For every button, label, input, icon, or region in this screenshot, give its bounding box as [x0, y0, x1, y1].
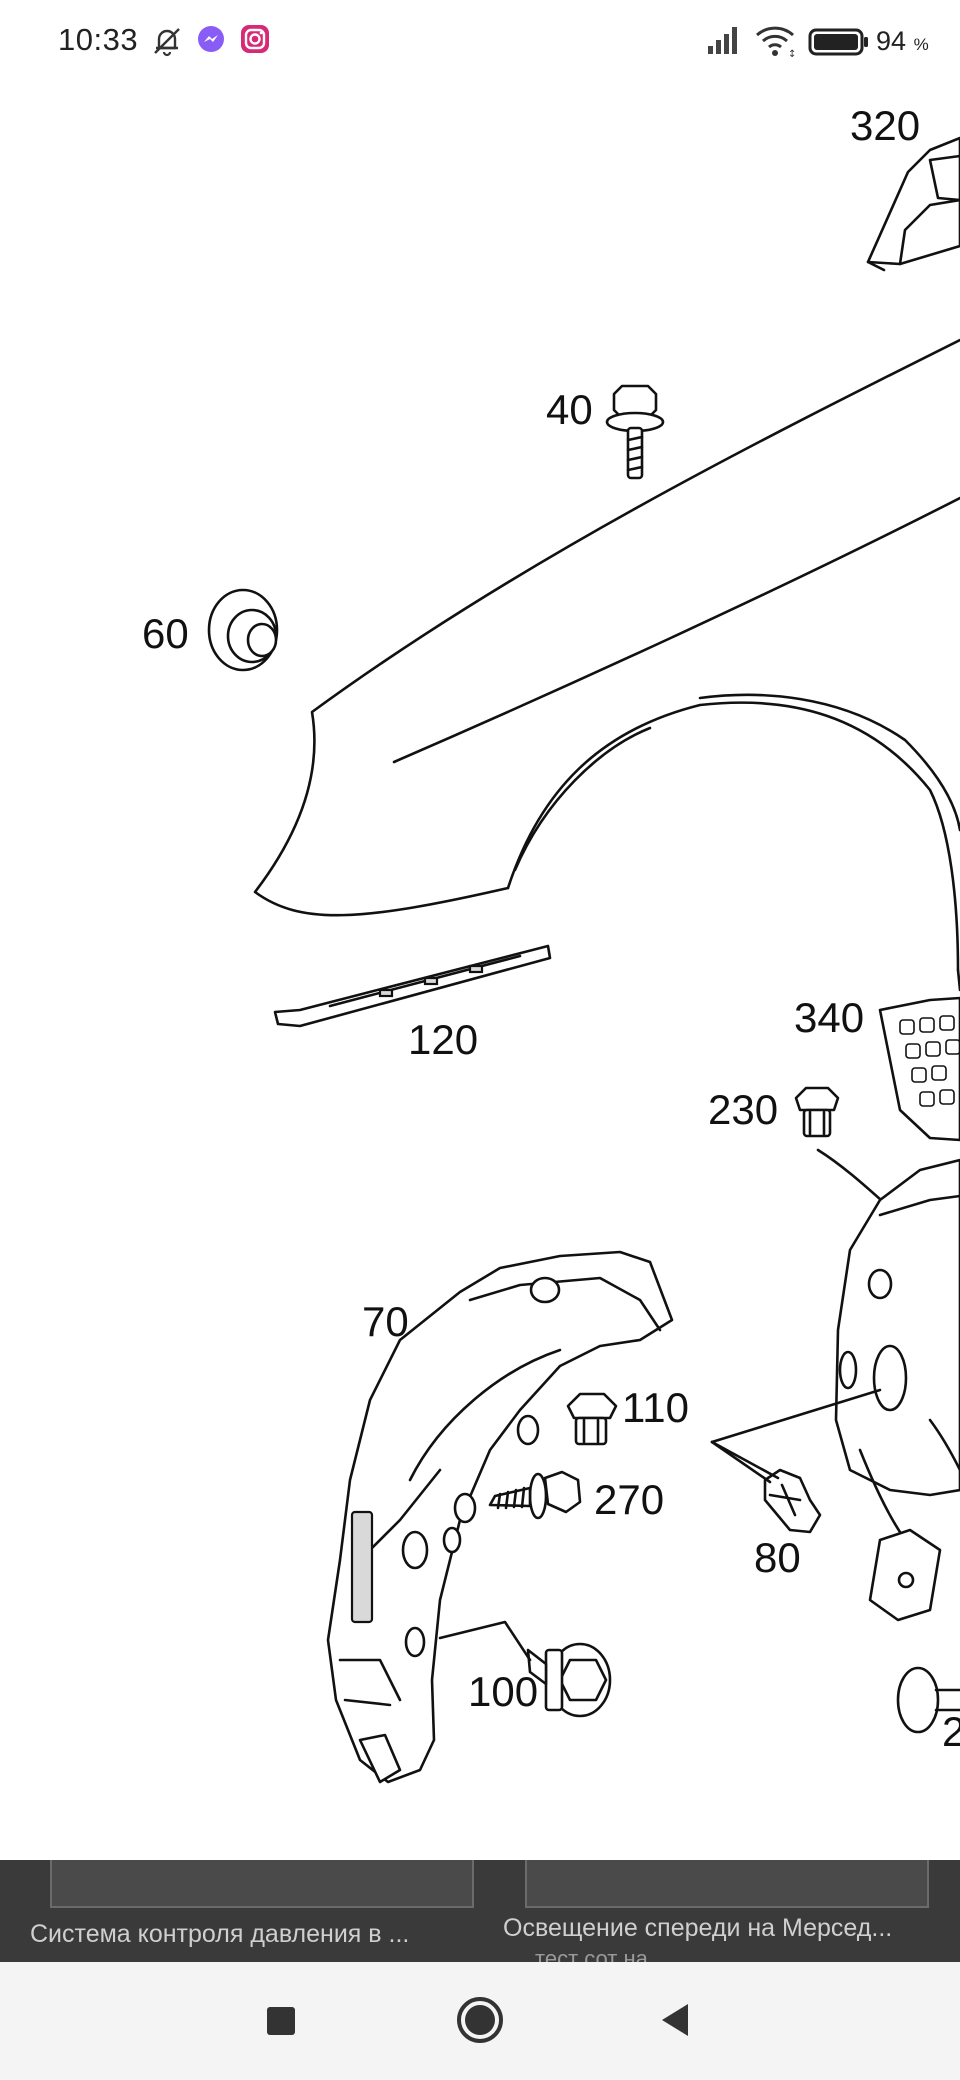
status-time: 10:33 [58, 22, 139, 57]
callout-340[interactable]: 340 [794, 994, 864, 1041]
messenger-icon [198, 26, 224, 52]
partial-bolt-right [896, 1666, 960, 1734]
instagram-icon [241, 25, 269, 53]
callout-partial[interactable]: 2 [942, 1708, 960, 1755]
callout-40[interactable]: 40 [546, 386, 593, 433]
callout-60[interactable]: 60 [142, 610, 189, 657]
part-70-liner [326, 1250, 674, 1784]
right-wheel-liner [834, 1158, 960, 1622]
callout-270[interactable]: 270 [594, 1476, 664, 1523]
part-120-strip [273, 944, 552, 1028]
callout-70[interactable]: 70 [362, 1298, 409, 1345]
parts-diagram[interactable]: 320 40 60 120 340 230 70 110 270 80 100 … [0, 72, 960, 1862]
signal-icon [708, 27, 737, 54]
callout-110[interactable]: 110 [622, 1384, 689, 1431]
part-270-screw [488, 1470, 582, 1520]
part-40-bolt [605, 384, 665, 480]
callout-80[interactable]: 80 [754, 1534, 801, 1581]
svg-text:↕: ↕ [788, 49, 796, 58]
navigation-bar [0, 1962, 960, 2080]
part-100-bolt [438, 1620, 612, 1718]
callout-320[interactable]: 320 [850, 102, 920, 149]
part-320-bracket [866, 136, 960, 272]
related-result-thumbnail[interactable] [525, 1860, 929, 1908]
related-result-card-1[interactable]: Система контроля давления в ... [0, 1860, 490, 1962]
related-result-title[interactable]: Освещение спереди на Мерсед... [503, 1914, 893, 1942]
fender-outline [253, 338, 960, 992]
related-result-title[interactable]: Система контроля давления в ... [30, 1920, 410, 1948]
related-result-source: тест сот на [535, 1946, 648, 1962]
related-result-card-2[interactable]: Освещение спереди на Мерсед... тест сот … [495, 1860, 960, 1962]
part-110-nut [566, 1392, 618, 1446]
callout-100[interactable]: 100 [468, 1668, 538, 1715]
recent-apps-icon[interactable] [250, 1990, 310, 2050]
back-icon[interactable] [646, 1990, 706, 2050]
parts-diagram-drawing: 320 40 60 120 340 230 70 110 270 80 100 … [142, 102, 960, 1784]
part-80-clip [710, 1388, 882, 1534]
callout-230[interactable]: 230 [708, 1086, 778, 1133]
callout-120[interactable]: 120 [408, 1016, 478, 1063]
home-icon[interactable] [450, 1990, 510, 2050]
wifi-icon: ↕ [756, 26, 796, 58]
part-340-grille [878, 996, 960, 1142]
mute-bell-icon [154, 28, 180, 57]
part-60-grommet [207, 588, 279, 672]
related-result-thumbnail[interactable] [50, 1860, 474, 1908]
battery-icon [808, 28, 868, 56]
battery-percent: 94 % [876, 26, 929, 56]
related-results-strip: Система контроля давления в ... Освещени… [0, 1860, 960, 1962]
